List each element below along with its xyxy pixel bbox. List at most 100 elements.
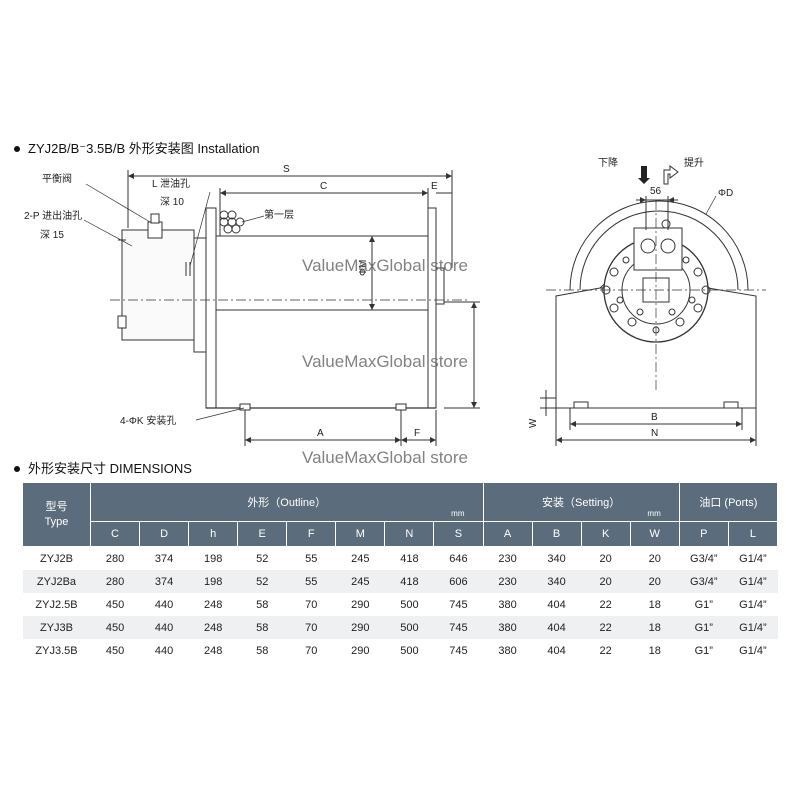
- table-cell: 380: [483, 616, 533, 639]
- table-cell: 745: [433, 593, 483, 616]
- table-cell: G1/4”: [728, 546, 778, 570]
- table-cell: 418: [384, 570, 434, 593]
- outline-group-header: 外形（Outline） mm: [90, 482, 484, 522]
- model-cell: ZYJ3B: [22, 616, 91, 639]
- type-header: 型号 Type: [22, 482, 91, 547]
- table-cell: 440: [139, 593, 189, 616]
- table-cell: 20: [581, 570, 631, 593]
- table-cell: 248: [188, 616, 238, 639]
- table-cell: 230: [483, 546, 533, 570]
- table-cell: 290: [335, 616, 385, 639]
- installation-heading: ZYJ2B/B⁻3.5B/B 外形安装图 Installation: [14, 138, 260, 157]
- table-cell: 745: [433, 616, 483, 639]
- drum-outline: [569, 200, 749, 291]
- column-header-k: K: [580, 521, 631, 547]
- drum: [215, 235, 429, 311]
- table-cell: 198: [188, 546, 238, 570]
- table-cell: 18: [630, 616, 680, 639]
- motor-body: [121, 229, 195, 341]
- table-cell: 646: [433, 546, 483, 570]
- installation-title: ZYJ2B/B⁻3.5B/B 外形安装图 Installation: [28, 141, 260, 156]
- label-first-layer: 第一层: [264, 208, 294, 221]
- table-cell: 248: [188, 639, 238, 662]
- setting-unit: mm: [647, 509, 661, 518]
- table-cell: 280: [90, 546, 140, 570]
- watermark-1: ValueMaxGlobal store: [302, 256, 468, 275]
- model-cell: ZYJ2Ba: [22, 570, 91, 593]
- column-header-w: W: [629, 521, 680, 547]
- label-l-drain: L 泄油孔: [152, 177, 190, 190]
- table-cell: 20: [630, 570, 680, 593]
- column-header-n: N: [384, 521, 435, 547]
- table-cell: 440: [139, 639, 189, 662]
- column-header-m: M: [335, 521, 386, 547]
- column-header-d: D: [139, 521, 190, 547]
- table-cell: 380: [483, 639, 533, 662]
- column-header-c: C: [89, 521, 141, 547]
- table-cell: G1/4”: [728, 639, 778, 662]
- table-cell: 70: [286, 639, 336, 662]
- table-cell: 20: [581, 546, 631, 570]
- dimensions-title: 外形安装尺寸 DIMENSIONS: [28, 461, 192, 476]
- table-cell: 404: [532, 616, 582, 639]
- right-plate: [427, 207, 437, 409]
- column-header-h: h: [188, 521, 239, 547]
- table-cell: 374: [139, 546, 189, 570]
- table-cell: 374: [139, 570, 189, 593]
- table-cell: 52: [237, 570, 287, 593]
- watermark-3: ValueMaxGlobal store: [302, 448, 468, 467]
- bullet-icon: [14, 465, 20, 472]
- end-view: 下降 提升 56 ΦD B N W: [528, 156, 766, 446]
- table-cell: 245: [335, 546, 385, 570]
- dimensions-heading: 外形安装尺寸 DIMENSIONS: [14, 458, 192, 477]
- label-W: W: [528, 418, 539, 428]
- table-cell: 18: [630, 639, 680, 662]
- table-cell: 340: [532, 546, 582, 570]
- table-cell: 70: [286, 616, 336, 639]
- table-cell: G3/4”: [679, 546, 729, 570]
- bullet-icon: [14, 145, 20, 152]
- column-header-a: A: [482, 521, 533, 547]
- table-cell: G1”: [679, 639, 729, 662]
- left-plate: [205, 207, 217, 409]
- label-E: E: [431, 181, 438, 192]
- table-cell: 245: [335, 570, 385, 593]
- shaft-end: [435, 267, 445, 305]
- model-cell: ZYJ2B: [22, 546, 91, 570]
- label-raise: 提升: [684, 157, 704, 169]
- table-cell: 450: [90, 616, 140, 639]
- model-cell: ZYJ3.5B: [22, 639, 91, 662]
- watermark-2: ValueMaxGlobal store: [302, 352, 468, 371]
- label-depth15: 深 15: [40, 229, 64, 241]
- type-header-en: Type: [44, 515, 69, 528]
- ports-group-label: 油口 (Ports): [699, 497, 758, 509]
- lower-arrow-icon: [638, 166, 650, 184]
- table-cell: 58: [237, 593, 287, 616]
- table-cell: 22: [581, 616, 631, 639]
- label-phiM: ΦM: [358, 260, 369, 276]
- table-cell: 745: [433, 639, 483, 662]
- table-cell: G1/4”: [728, 616, 778, 639]
- table-group-header-row: 型号 Type 外形（Outline） mm 安装（Setting） mm 油口…: [22, 482, 779, 547]
- table-cell: 198: [188, 570, 238, 593]
- table-cell: 290: [335, 593, 385, 616]
- table-cell: 500: [384, 639, 434, 662]
- setting-group-header: 安装（Setting） mm: [482, 482, 680, 522]
- label-A: A: [317, 428, 324, 439]
- label-B: B: [651, 412, 658, 423]
- table-cell: 70: [286, 593, 336, 616]
- table-cell: 58: [237, 639, 287, 662]
- table-cell: 18: [630, 593, 680, 616]
- label-balance-valve: 平衡阀: [42, 172, 72, 185]
- table-cell: 418: [384, 546, 434, 570]
- label-mount-holes: 4-ΦK 安装孔: [120, 414, 176, 427]
- table-cell: 606: [433, 570, 483, 593]
- valve-nut: [150, 213, 160, 224]
- rope-coils: [219, 210, 245, 234]
- installation-drawing: 平衡阀 L 泄油孔 深 10 2-P 进出油孔 深 15 第一层 S C E Φ…: [24, 156, 766, 446]
